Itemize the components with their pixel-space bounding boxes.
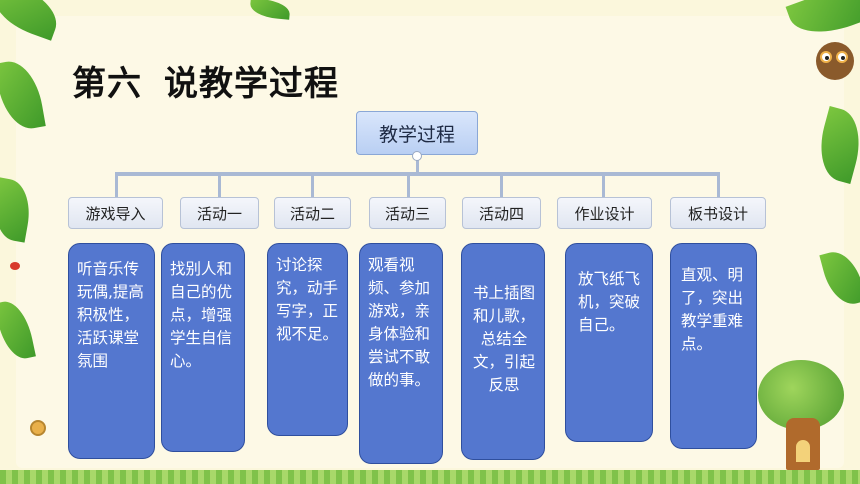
- card-blackboard: 直观、明了，突出教学重难点。: [670, 243, 757, 449]
- branch-stem-connector: [407, 172, 410, 198]
- root-stem-connector: [416, 160, 419, 174]
- horizontal-connector: [115, 172, 720, 176]
- branch-label-activity-1: 活动一: [180, 197, 259, 229]
- branch-label-blackboard: 板书设计: [670, 197, 766, 229]
- branch-stem-connector: [115, 172, 118, 198]
- branch-stem-connector: [311, 172, 314, 198]
- card-game-intro: 听音乐传玩偶,提高积极性，活跃课堂氛围: [68, 243, 155, 459]
- card-activity-1: 找别人和自己的优点，增强学生自信心。: [161, 243, 245, 452]
- tree-house-icon: [758, 360, 844, 470]
- title-part1: 第六: [72, 64, 142, 104]
- owl-eye-icon: [820, 51, 832, 63]
- ladybug-icon: [10, 262, 20, 270]
- card-activity-3: 观看视频、参加游戏，亲身体验和尝试不敢做的事。: [359, 243, 443, 464]
- card-activity-2: 讨论探究，动手写字，正视不足。: [267, 243, 348, 436]
- branch-label-activity-3: 活动三: [369, 197, 446, 229]
- root-node: 教学过程: [356, 111, 478, 155]
- branch-stem-connector: [717, 172, 720, 198]
- branch-stem-connector: [500, 172, 503, 198]
- branch-label-homework: 作业设计: [557, 197, 652, 229]
- owl-eye-icon: [836, 51, 848, 63]
- branch-stem-connector: [218, 172, 221, 198]
- branch-label-activity-2: 活动二: [274, 197, 351, 229]
- branch-label-activity-4: 活动四: [462, 197, 541, 229]
- branch-stem-connector: [602, 172, 605, 198]
- branch-label-game-intro: 游戏导入: [68, 197, 163, 229]
- owl-icon: [816, 42, 854, 80]
- snail-icon: [30, 420, 46, 436]
- card-activity-4: 书上插图和儿歌，总结全文，引起反思: [461, 243, 545, 460]
- collapse-knob-icon[interactable]: [412, 151, 422, 161]
- card-homework: 放飞纸飞机，突破自己。: [565, 243, 653, 442]
- page-title: 第六说教学过程: [72, 56, 339, 105]
- title-part2: 说教学过程: [164, 64, 339, 104]
- tree-door: [796, 440, 810, 462]
